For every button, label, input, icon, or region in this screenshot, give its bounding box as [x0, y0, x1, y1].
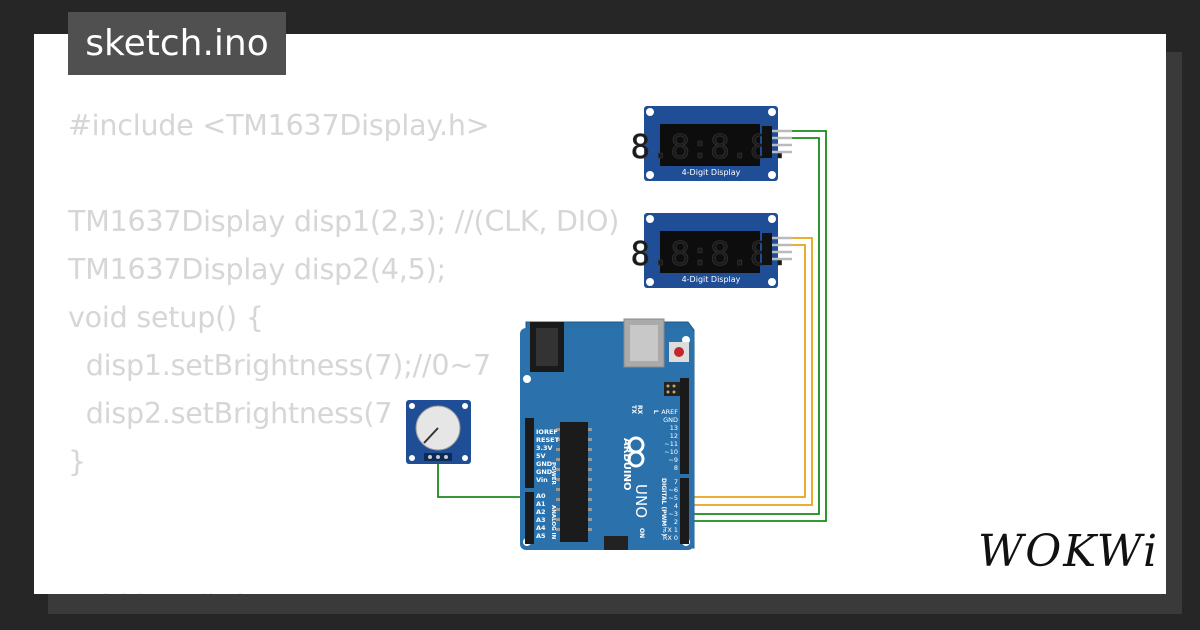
power-header: [525, 418, 534, 488]
code-line: TM1637Display disp2(4,5);: [68, 253, 446, 286]
code-line: }: [68, 445, 86, 478]
pin-label: 5V: [536, 452, 546, 460]
pin-label: A1: [536, 500, 546, 508]
analog-header: [525, 492, 534, 544]
code-line: TM1637Display disp1(2,3); //(CLK, DIO): [68, 205, 620, 238]
pin-label: ~5: [668, 494, 678, 502]
pin-label: TX 1: [662, 526, 678, 534]
pin-label: Vin: [536, 476, 548, 484]
digital-header-bottom: [680, 478, 689, 544]
pin-label: GND: [663, 416, 678, 424]
display-label: 4-Digit Display: [682, 168, 741, 177]
display-header-pins: [772, 129, 792, 261]
code-preview: #include <TM1637Display.h> TM1637Display …: [68, 102, 619, 594]
pin-label: A0: [536, 492, 546, 500]
l-led-label: L: [652, 410, 659, 414]
atmega-chip: [560, 422, 588, 542]
knob-indicator-icon: [423, 427, 439, 444]
seven-segment-display-2[interactable]: 8.8:8.8. 4-Digit Display: [630, 213, 790, 288]
pin-label: RESET: [536, 436, 560, 444]
pin-label: 12: [670, 432, 678, 440]
tx-label: TX: [630, 405, 637, 414]
pin-label: 4: [674, 502, 678, 510]
wire-dio2: [676, 244, 806, 498]
wire-clk1: [676, 130, 827, 522]
pin-label: ~10: [664, 448, 678, 456]
pin-label: 13: [670, 424, 678, 432]
pin-label: A4: [536, 524, 546, 532]
code-line: void setup() {: [68, 301, 264, 334]
pin-label: ~6: [668, 486, 678, 494]
project-card[interactable]: #include <TM1637Display.h> TM1637Display …: [34, 34, 1166, 594]
arduino-brand-text: ARDUINO: [621, 438, 632, 490]
wire-pot: [437, 460, 530, 498]
pin-label: 7: [674, 478, 678, 486]
pin-label: GND: [536, 468, 553, 476]
pin-label: ~3: [668, 510, 678, 518]
wire-clk2: [676, 237, 813, 506]
pin-label: 3.3V: [536, 444, 553, 452]
pin-label: ~11: [664, 440, 678, 448]
wires: [437, 130, 827, 522]
wokwi-logo: WOKWi: [978, 526, 1160, 577]
pin-label: AREF: [661, 408, 678, 416]
pin-label: RX 0: [663, 534, 678, 542]
on-led-label: ON: [638, 528, 645, 538]
pin-label: A3: [536, 516, 546, 524]
digital-header-top: [680, 378, 689, 474]
wire-dio1: [676, 137, 820, 515]
code-line: disp1.setBrightness(7);//0~7: [68, 349, 491, 382]
code-line: #include <TM1637Display.h>: [68, 109, 490, 142]
analog-section-label: ANALOG IN: [550, 505, 556, 540]
code-line: disp2.setBrightness(7: [68, 397, 393, 430]
arduino-infinity-logo-icon: [627, 436, 645, 468]
sketch-title[interactable]: sketch.ino: [68, 12, 286, 75]
seven-segment-display-1[interactable]: 8.8:8.8. 4-Digit Display: [630, 106, 790, 181]
potentiometer[interactable]: [406, 400, 471, 464]
power-section-label: POWER: [550, 462, 556, 486]
pin-label: A5: [536, 532, 546, 540]
arduino-model-text: UNO: [632, 484, 650, 518]
pin-label: A2: [536, 508, 546, 516]
pin-label: ~9: [668, 456, 678, 464]
arduino-uno-board[interactable]: IOREF RESET 3.3V 5V GND GND Vin A0 A1 A2…: [520, 318, 695, 550]
rx-label: RX: [636, 405, 643, 415]
digital-section-label: DIGITAL (PWM ~): [660, 478, 667, 536]
pin-label: IOREF: [536, 428, 558, 436]
pin-label: GND: [536, 460, 553, 468]
code-line: void loop() {: [68, 582, 619, 594]
pin-label: 2: [674, 518, 678, 526]
display-label: 4-Digit Display: [682, 275, 741, 284]
pin-label: 8: [674, 464, 678, 472]
